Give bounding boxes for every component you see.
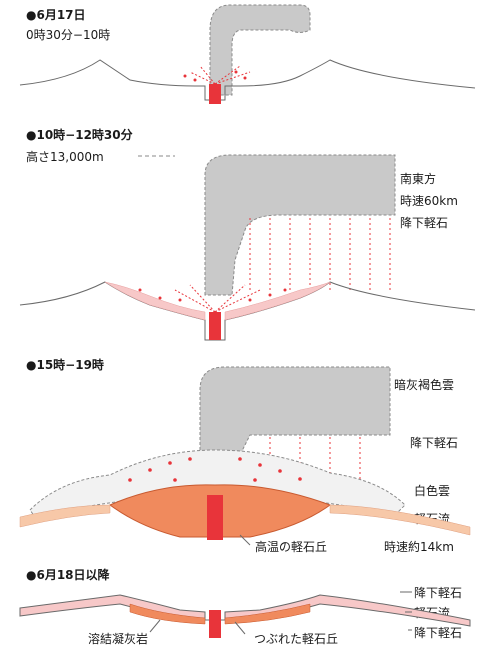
eruption-cloud: [205, 155, 395, 295]
stage2-diagram: [0, 140, 498, 350]
stage1-diagram: [0, 0, 498, 110]
vent: [209, 610, 221, 638]
falling-pumice-lines: [250, 218, 390, 290]
volcano-profile: [20, 60, 475, 100]
vent: [207, 495, 223, 540]
stage3-diagram: [0, 355, 498, 555]
eruption-column: [210, 5, 310, 95]
dark-grey-cloud: [200, 367, 390, 455]
stage4-diagram: [0, 580, 498, 650]
vent: [209, 84, 221, 104]
vent: [209, 312, 221, 340]
